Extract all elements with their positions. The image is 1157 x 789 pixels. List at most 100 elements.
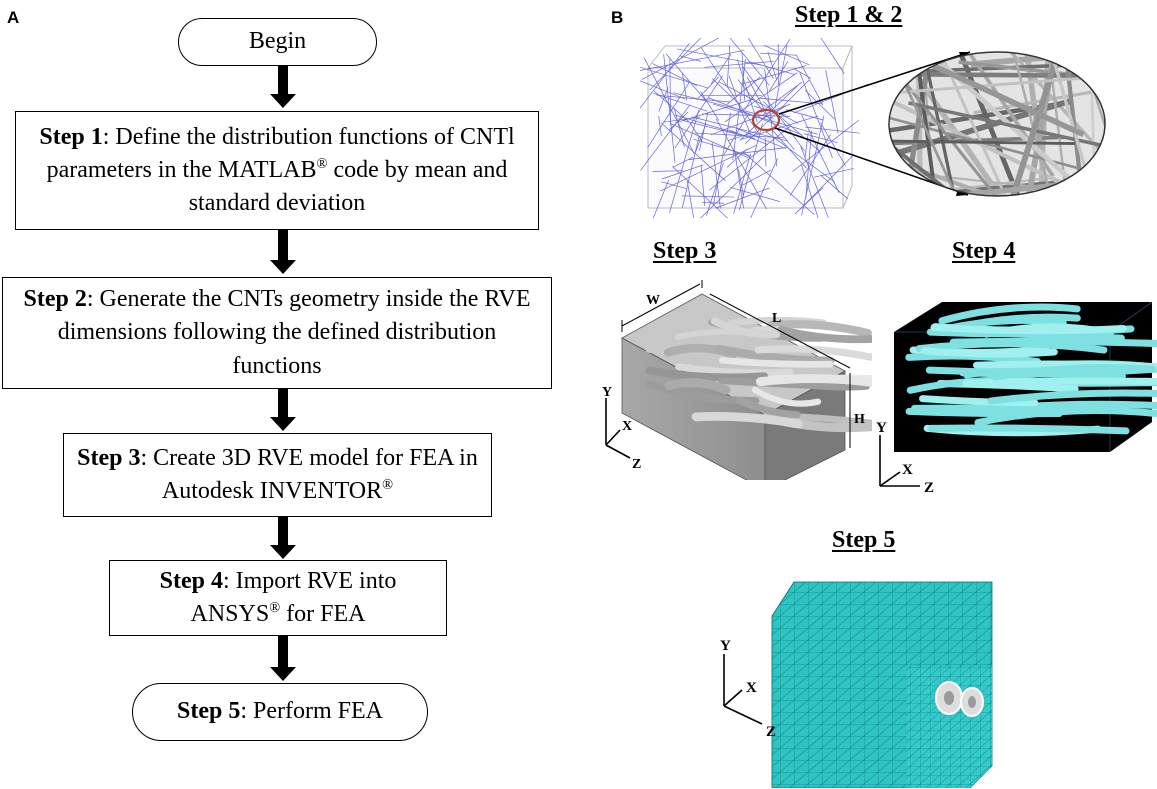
step-1-bold: Step 1 (39, 123, 103, 150)
cnt-line (750, 158, 778, 218)
cnt-line (652, 180, 669, 218)
cnt-line (658, 115, 662, 137)
dim-w-label: W (646, 293, 660, 308)
cnt-line (668, 111, 689, 131)
cyan-tube (919, 395, 1039, 407)
flow-arrow-5 (270, 636, 296, 681)
step-5-text: : Perform FEA (240, 698, 383, 725)
axis-x-label: X (746, 680, 757, 696)
zoom-tube (1008, 52, 1076, 196)
dimension-lines (621, 280, 851, 448)
zoom-ellipse (888, 51, 1106, 197)
cyan-tube (962, 377, 1157, 387)
axis-triad-step4 (879, 435, 920, 487)
cnt-line (726, 148, 748, 168)
cnt-line (799, 154, 855, 210)
cnt-line (700, 91, 720, 121)
rve-tube (675, 363, 794, 377)
highlight-ring (751, 108, 781, 132)
cnt-line (733, 153, 751, 214)
cnt-line (693, 138, 752, 157)
cnt-line (699, 111, 709, 151)
cnt-line (676, 48, 763, 66)
cnt-line (759, 52, 797, 56)
axis-z-label: Z (632, 457, 641, 472)
cnt-line (700, 47, 759, 134)
cnt-line (672, 165, 728, 218)
cnt-line (681, 136, 700, 209)
cyan-tube (972, 360, 1157, 371)
axis-y-label: Y (602, 385, 612, 400)
flow-arrow-4 (270, 517, 296, 559)
axis-triad-step3 (605, 398, 631, 459)
zoom-tube (898, 172, 1105, 196)
cnt-line (671, 123, 749, 158)
dim-h-label: H (854, 412, 865, 427)
cnt-line (760, 82, 802, 113)
cnt-line (825, 69, 839, 134)
fea-mesh-figure: Y X Z (720, 581, 993, 788)
cnt-line (712, 103, 818, 135)
cyan-tube (930, 323, 1127, 335)
begin-label: Begin (248, 28, 307, 55)
cnt-line (652, 170, 683, 172)
cnt-line (765, 131, 836, 183)
cnt-line (661, 164, 704, 180)
cnt-line (804, 89, 836, 120)
cnt-line (706, 162, 724, 216)
zoom-tube (1042, 52, 1105, 196)
rve-tube (714, 344, 835, 366)
cnt-line (694, 132, 786, 139)
cnt-line (728, 131, 757, 141)
step-4-sup: ® (269, 600, 281, 616)
cnt-line (744, 39, 791, 110)
step-5-title: Step 5 (832, 527, 896, 553)
cyan-tube (927, 424, 1130, 435)
step-2-box: Step 2: Generate the CNTs geometry insid… (2, 277, 552, 389)
cyan-tube (915, 340, 1108, 354)
cnt-line (713, 112, 732, 205)
cnt-line (726, 76, 761, 105)
cnt-line (715, 118, 767, 210)
cnt-line (673, 107, 685, 148)
zoom-tube (889, 77, 1083, 195)
cnt-line (640, 66, 708, 89)
rve-tube (710, 317, 781, 339)
cnt-line (640, 43, 690, 109)
cnt-line (640, 49, 745, 71)
cnt-line (702, 113, 791, 117)
zoom-tube (889, 62, 1083, 78)
rve-tube (777, 326, 872, 344)
cnt-line (737, 103, 752, 135)
cnt-line (728, 75, 738, 98)
cnt-line (764, 69, 778, 167)
cnt-line (805, 126, 861, 134)
cyan-tube (938, 303, 1081, 325)
flow-arrow-3 (270, 389, 296, 431)
rve-tube (645, 366, 769, 382)
cnt-line (746, 76, 767, 114)
cnt-line (689, 122, 703, 142)
cyan-tube (991, 363, 1157, 381)
step-3-title: Step 3 (653, 238, 717, 264)
cnt-distribution-figure (640, 38, 1106, 218)
cnt-line (801, 114, 840, 193)
cnt-line (700, 155, 766, 218)
rve-tubes-figure: Y X Z (876, 301, 1157, 496)
rve-tube (751, 386, 822, 407)
zoom-tube (940, 52, 1043, 196)
cnt-line (762, 101, 821, 153)
rve-tube (664, 378, 731, 395)
step-1-2-title: Step 1 & 2 (795, 2, 903, 28)
cnt-line (805, 130, 812, 199)
cnt-line (672, 156, 694, 168)
cnt-line (743, 151, 815, 216)
cyan-tubes (905, 303, 1157, 437)
cnt-line (656, 94, 731, 103)
step-1-sup: ® (316, 155, 328, 172)
flow-arrow-1 (270, 66, 296, 108)
cnt-line (681, 72, 688, 101)
cnt-line (682, 120, 756, 139)
axis-y-label: Y (876, 420, 887, 436)
cnt-line (804, 132, 809, 158)
